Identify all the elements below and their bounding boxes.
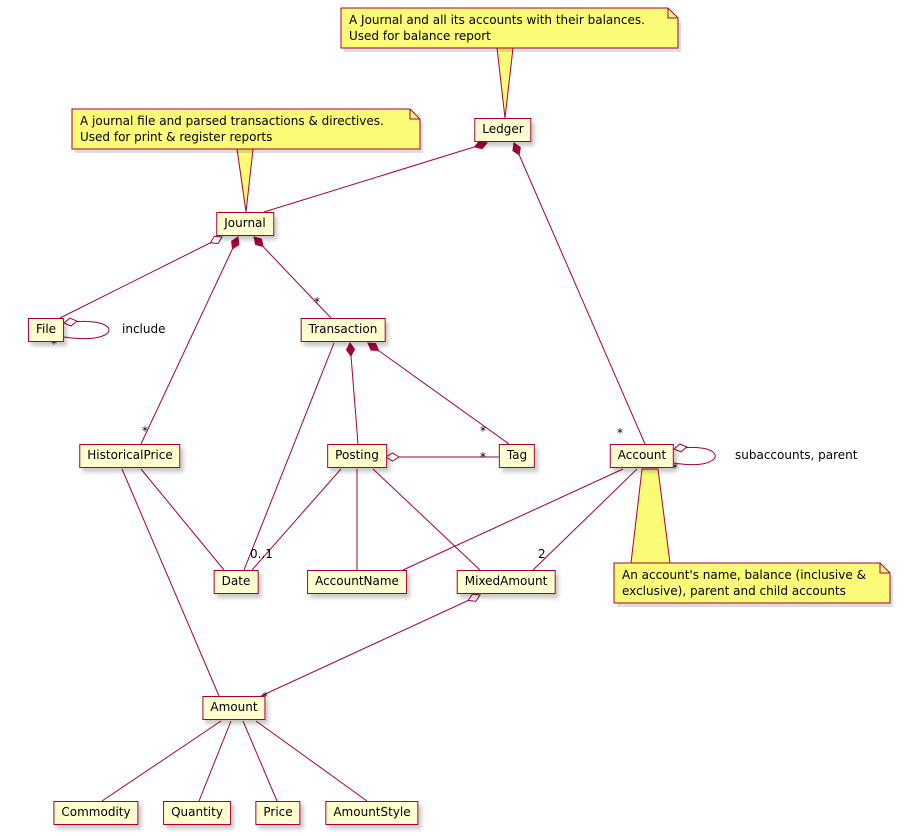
edge-label: *: [617, 426, 623, 440]
edge-posting-date: [251, 468, 342, 571]
edge-label: *: [672, 461, 678, 475]
aggregation-diamond-icon: [63, 317, 78, 327]
class-node-account: Account: [609, 444, 675, 468]
edge-label: subaccounts, parent: [735, 448, 858, 462]
edge-posting-mixedamount: [372, 468, 481, 571]
class-node-journal: Journal: [216, 212, 274, 236]
class-node-label: Ledger: [482, 122, 524, 136]
class-node-posting: Posting: [327, 444, 387, 468]
edge-label: *: [480, 424, 486, 438]
class-node-file: File: [27, 318, 65, 342]
edge-label: include: [122, 322, 166, 336]
composition-diamond-icon: [367, 342, 380, 352]
edge-amount-commodity: [101, 720, 222, 802]
aggregation-diamond-icon: [673, 443, 688, 453]
edge-label: *: [314, 295, 320, 309]
edge-amount-quantity: [198, 720, 232, 802]
edge-journal-transaction: [253, 236, 332, 319]
aggregation-diamond-icon: [385, 452, 400, 462]
edge-journal-historicalprice: [140, 236, 239, 445]
note-fold-icon: [667, 8, 678, 19]
composition-diamond-icon: [345, 342, 356, 357]
class-node-ledger: Ledger: [474, 118, 532, 142]
class-node-label: File: [35, 322, 57, 336]
class-node-label: Quantity: [171, 805, 223, 819]
class-node-amountstyle: AmountStyle: [325, 801, 419, 825]
class-node-label: Commodity: [61, 805, 131, 819]
edge-account-accountname: [402, 468, 624, 571]
class-node-accountname: AccountName: [307, 570, 407, 594]
class-node-date: Date: [213, 570, 259, 594]
class-node-amount: Amount: [202, 696, 266, 720]
class-node-historicalprice: HistoricalPrice: [79, 444, 181, 468]
edge-account-mixedamount: [532, 468, 638, 571]
edge-historicalprice-date: [140, 468, 225, 571]
note-shape-account: [613, 562, 891, 604]
note-shape-journal: [71, 108, 421, 150]
edge-historicalprice-amount: [121, 468, 220, 697]
note-fold-icon: [879, 563, 890, 574]
class-node-label: AccountName: [315, 574, 399, 588]
class-node-label: AmountStyle: [333, 805, 411, 819]
edge-file-file: [63, 320, 110, 340]
edge-label: *: [142, 424, 148, 438]
class-node-tag: Tag: [498, 444, 536, 468]
class-node-label: MixedAmount: [464, 574, 548, 588]
class-node-label: Tag: [506, 448, 528, 462]
class-node-label: Posting: [335, 448, 379, 462]
note-shape-ledger: [340, 7, 679, 49]
edge-label: *: [51, 337, 57, 351]
class-node-commodity: Commodity: [53, 801, 139, 825]
note-journal: A journal file and parsed transactions &…: [80, 114, 384, 144]
class-node-label: Transaction: [308, 322, 378, 336]
edge-transaction-tag: [367, 342, 510, 445]
edge-amount-amountstyle: [255, 720, 368, 802]
edge-account-account: [673, 447, 716, 465]
class-node-label: HistoricalPrice: [87, 448, 173, 462]
class-node-price: Price: [255, 801, 301, 825]
class-node-label: Amount: [210, 700, 258, 714]
edge-label: *: [480, 450, 486, 464]
composition-diamond-icon: [231, 236, 240, 250]
class-node-label: Date: [221, 574, 251, 588]
note-pointer-ledger: [496, 47, 514, 119]
class-node-transaction: Transaction: [300, 318, 386, 342]
note-ledger: A Journal and all its accounts with thei…: [349, 13, 645, 43]
edge-amount-price: [242, 720, 278, 802]
note-pointer-account: [630, 468, 671, 564]
composition-diamond-icon: [473, 140, 488, 150]
composition-diamond-icon: [253, 236, 264, 248]
edge-label: 0..1: [250, 547, 273, 561]
aggregation-diamond-icon: [209, 235, 223, 245]
note-pointer-journal: [236, 148, 254, 213]
class-node-mixedamount: MixedAmount: [456, 570, 556, 594]
aggregation-diamond-icon: [467, 593, 481, 602]
edge-label: 2: [538, 547, 546, 561]
edge-ledger-journal: [263, 142, 488, 213]
class-node-label: Price: [263, 805, 293, 819]
note-fold-icon: [409, 109, 420, 120]
class-node-label: Journal: [224, 216, 266, 230]
edge-transaction-date: [243, 342, 335, 571]
class-node-label: Account: [617, 448, 667, 462]
edge-journal-file: [59, 236, 223, 319]
composition-diamond-icon: [512, 142, 521, 156]
edge-ledger-account: [513, 142, 646, 445]
note-account: An account's name, balance (inclusive & …: [622, 568, 866, 598]
edge-transaction-posting: [349, 342, 359, 445]
edge-mixedamount-amount: [260, 594, 481, 697]
class-node-quantity: Quantity: [163, 801, 231, 825]
